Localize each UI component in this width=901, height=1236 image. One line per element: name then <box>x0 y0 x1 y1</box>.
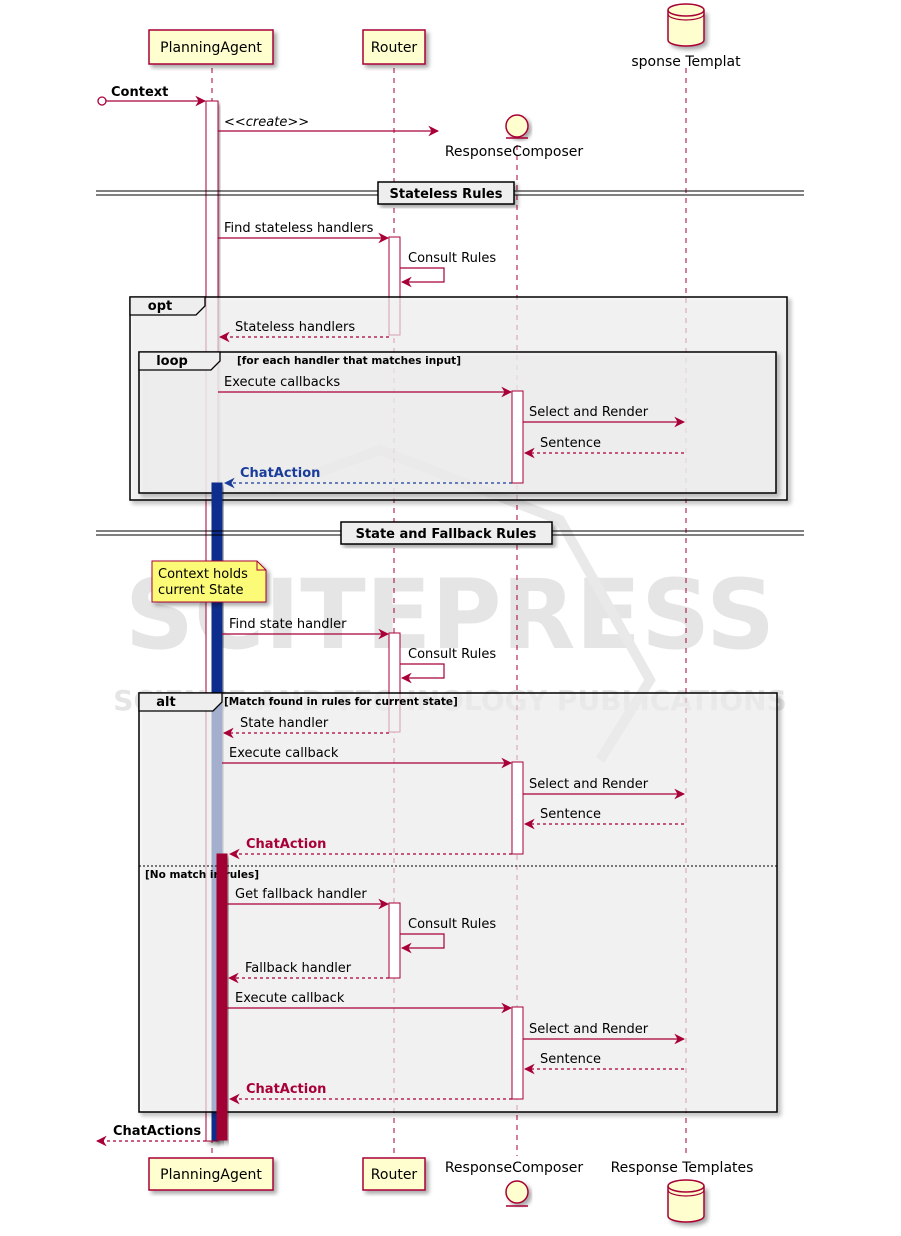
participant-response-templates-top[interactable]: sponse Templat <box>631 3 741 70</box>
message-label: Consult Rules <box>408 917 496 932</box>
message-label: Sentence <box>540 436 601 451</box>
note-context-holds-state: Context holds current State <box>151 560 267 603</box>
message-label: <<create>> <box>224 115 309 130</box>
message-label: Sentence <box>540 807 601 822</box>
entity-icon <box>505 1180 529 1204</box>
message-label: ChatAction <box>246 1082 326 1097</box>
message-label: Select and Render <box>529 777 649 792</box>
fragment-label: opt <box>148 299 172 314</box>
message-label: Consult Rules <box>408 647 496 662</box>
message-label: Context <box>111 85 168 100</box>
message-label: Execute callbacks <box>224 375 340 390</box>
participant-response-templates-bottom[interactable]: Response Templates <box>611 1160 754 1223</box>
message-select-render-1[interactable]: Select and Render <box>523 405 686 428</box>
message-get-fallback-handler[interactable]: Get fallback handler <box>227 887 390 910</box>
message-execute-callbacks[interactable]: Execute callbacks <box>218 375 513 398</box>
database-icon <box>667 1179 705 1223</box>
message-label: Find state handler <box>229 617 347 632</box>
message-find-state-handler[interactable]: Find state handler <box>222 617 390 640</box>
message-sentence-3[interactable]: Sentence <box>523 1052 684 1075</box>
participant-label: PlanningAgent <box>160 40 262 56</box>
divider-label: State and Fallback Rules <box>356 527 537 542</box>
message-chataction-1[interactable]: ChatAction <box>223 466 512 489</box>
message-label: Select and Render <box>529 1022 649 1037</box>
message-label: Stateless handlers <box>235 320 355 335</box>
message-context[interactable]: Context <box>97 85 207 107</box>
participant-label: ResponseComposer <box>445 1160 584 1176</box>
message-label: ChatActions <box>113 1124 201 1139</box>
message-label: ChatAction <box>246 837 326 852</box>
message-find-stateless-handlers[interactable]: Find stateless handlers <box>218 221 390 244</box>
message-label: Consult Rules <box>408 251 496 266</box>
participant-label: Router <box>371 40 418 56</box>
note-line-1: Context holds <box>158 567 248 582</box>
message-label: State handler <box>240 716 329 731</box>
message-sentence-1[interactable]: Sentence <box>523 436 684 459</box>
database-icon <box>667 3 705 47</box>
divider-label: Stateless Rules <box>390 187 503 202</box>
message-label: Sentence <box>540 1052 601 1067</box>
message-chataction-2[interactable]: ChatAction <box>228 837 512 860</box>
activation-composer-1 <box>511 390 524 484</box>
participant-response-composer-bottom[interactable]: ResponseComposer <box>445 1160 584 1207</box>
message-stateless-handlers[interactable]: Stateless handlers <box>218 320 389 343</box>
message-state-handler[interactable]: State handler <box>222 716 389 739</box>
entity-icon <box>505 114 529 138</box>
activation-router-3 <box>388 902 401 979</box>
message-label: Execute callback <box>229 746 339 761</box>
participant-label: ResponseComposer <box>445 144 584 160</box>
activation-chataction-red <box>216 853 228 1141</box>
note-line-2: current State <box>158 583 243 598</box>
participant-router-top[interactable]: Router <box>362 29 426 65</box>
message-select-render-3[interactable]: Select and Render <box>523 1022 686 1045</box>
divider-stateless-rules: Stateless Rules <box>96 181 804 205</box>
message-label: Select and Render <box>529 405 649 420</box>
found-message-icon <box>97 96 107 106</box>
message-label: Find stateless handlers <box>224 221 374 236</box>
message-consult-rules-1[interactable]: Consult Rules <box>400 251 496 288</box>
message-consult-rules-3[interactable]: Consult Rules <box>400 917 496 954</box>
message-label: Execute callback <box>235 991 345 1006</box>
fragment-guard: [for each handler that matches input] <box>237 355 461 367</box>
participant-router-bottom[interactable]: Router <box>362 1157 426 1191</box>
message-fallback-handler[interactable]: Fallback handler <box>227 961 389 984</box>
message-select-render-2[interactable]: Select and Render <box>523 777 686 800</box>
message-create[interactable]: <<create>> <box>218 115 440 137</box>
message-execute-callback-2[interactable]: Execute callback <box>227 991 513 1014</box>
message-chatactions-return[interactable]: ChatActions <box>95 1124 206 1147</box>
participant-label: Response Templates <box>611 1160 754 1176</box>
activation-composer-2 <box>511 761 524 855</box>
fragment-guard: [Match found in rules for current state] <box>224 696 458 708</box>
participant-planning-agent-top[interactable]: PlanningAgent <box>148 29 274 65</box>
message-label: ChatAction <box>240 466 320 481</box>
divider-state-fallback-rules: State and Fallback Rules <box>96 521 804 545</box>
message-label: Get fallback handler <box>235 887 367 902</box>
fragment-label: loop <box>156 354 188 369</box>
fragment-label: alt <box>156 695 175 710</box>
fragment-else-guard: [No match in rules] <box>145 869 259 881</box>
message-consult-rules-2[interactable]: Consult Rules <box>400 647 496 684</box>
participant-planning-agent-bottom[interactable]: PlanningAgent <box>148 1157 274 1191</box>
message-sentence-2[interactable]: Sentence <box>523 807 684 830</box>
message-chataction-3[interactable]: ChatAction <box>228 1082 512 1105</box>
participant-label: Router <box>371 1167 418 1183</box>
participant-label: PlanningAgent <box>160 1167 262 1183</box>
activation-composer-3 <box>511 1006 524 1100</box>
participant-response-composer-created[interactable]: ResponseComposer <box>445 114 584 160</box>
message-execute-callback-1[interactable]: Execute callback <box>222 746 513 769</box>
message-label: Fallback handler <box>245 961 352 976</box>
participant-label: sponse Templat <box>631 54 741 70</box>
